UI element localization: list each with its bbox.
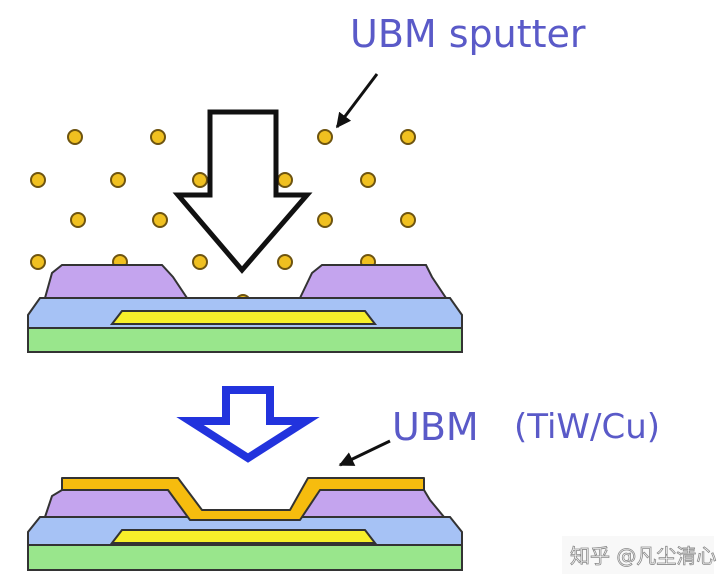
ubm-sputter-label: UBM sputter	[350, 12, 586, 56]
sputter-particle	[30, 172, 46, 188]
sputter-particle	[400, 129, 416, 145]
substrate-layer	[27, 327, 463, 353]
ubm-layer	[61, 477, 425, 521]
polymer-left	[43, 264, 189, 299]
polymer-right	[296, 489, 447, 518]
sputter-particle	[192, 254, 208, 270]
bond-pad	[109, 310, 378, 325]
sputter-particle	[317, 129, 333, 145]
down-arrow-outline-icon	[172, 109, 313, 274]
material-label: (TiW/Cu)	[514, 407, 660, 447]
watermark-text: 知乎 @凡尘清心	[570, 544, 716, 568]
substrate-layer	[27, 544, 463, 571]
polymer-right	[298, 264, 448, 299]
sputter-particle	[277, 254, 293, 270]
sputter-particle	[30, 254, 46, 270]
sputter-particle	[192, 172, 208, 188]
wafer-stack-before	[27, 264, 463, 353]
pointer-arrow-icon	[335, 73, 379, 129]
sputter-particle	[317, 212, 333, 228]
wafer-stack-after	[27, 477, 463, 571]
pointer-arrow-icon	[338, 439, 391, 467]
down-arrow-blue-icon	[176, 386, 320, 463]
sputter-particle	[152, 212, 168, 228]
sputter-particle	[277, 172, 293, 188]
sputter-particle	[110, 172, 126, 188]
sputter-particle	[67, 129, 83, 145]
watermark: 知乎 @凡尘清心	[562, 536, 717, 574]
ubm-label: UBM	[392, 405, 479, 449]
sputter-particle	[400, 212, 416, 228]
bond-pad	[109, 529, 378, 544]
sputter-particle	[70, 212, 86, 228]
sputter-particle	[360, 172, 376, 188]
sputter-particle	[150, 129, 166, 145]
